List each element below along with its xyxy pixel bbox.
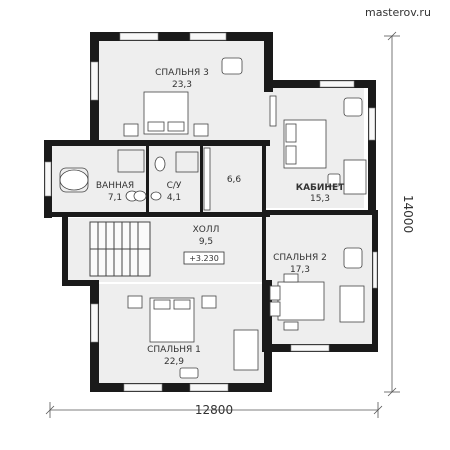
watermark: masterov.ru bbox=[365, 6, 431, 19]
wc-name: С/У bbox=[167, 181, 182, 191]
bathroom-name: ВАННАЯ bbox=[96, 181, 134, 191]
hall-area: 9,5 bbox=[199, 237, 213, 247]
staircase bbox=[89, 221, 151, 277]
bedroom2-floor bbox=[264, 214, 374, 344]
bathroom-area: 7,1 bbox=[108, 193, 122, 203]
office-name: КАБИНЕТ bbox=[296, 183, 345, 193]
bedroom2-name: СПАЛЬНЯ 2 bbox=[273, 253, 327, 263]
wc-area: 4,1 bbox=[167, 193, 181, 203]
dimension-lines bbox=[45, 31, 400, 418]
bedroom1-name: СПАЛЬНЯ 1 bbox=[147, 345, 201, 355]
closet-area: 6,6 bbox=[227, 175, 242, 185]
depth-dimension: 14000 bbox=[401, 195, 415, 233]
bedroom1-area: 22,9 bbox=[164, 357, 184, 367]
room-labels: СПАЛЬНЯ 3 23,3 КАБИНЕТ 15,3 ВАННАЯ 7,1 С… bbox=[96, 68, 345, 367]
furniture bbox=[59, 57, 367, 379]
bedroom3-name: СПАЛЬНЯ 3 bbox=[155, 68, 209, 78]
windows bbox=[44, 32, 378, 392]
bedroom2-area: 17,3 bbox=[290, 265, 310, 275]
hall-name: ХОЛЛ bbox=[193, 225, 220, 235]
wc-floor bbox=[148, 146, 202, 212]
level-mark-text: +3.230 bbox=[189, 254, 219, 263]
level-mark: +3.230 bbox=[183, 251, 225, 265]
closet-floor bbox=[202, 146, 264, 212]
office-area: 15,3 bbox=[310, 194, 330, 204]
width-dimension: 12800 bbox=[195, 403, 233, 417]
bedroom3-area: 23,3 bbox=[172, 80, 192, 90]
